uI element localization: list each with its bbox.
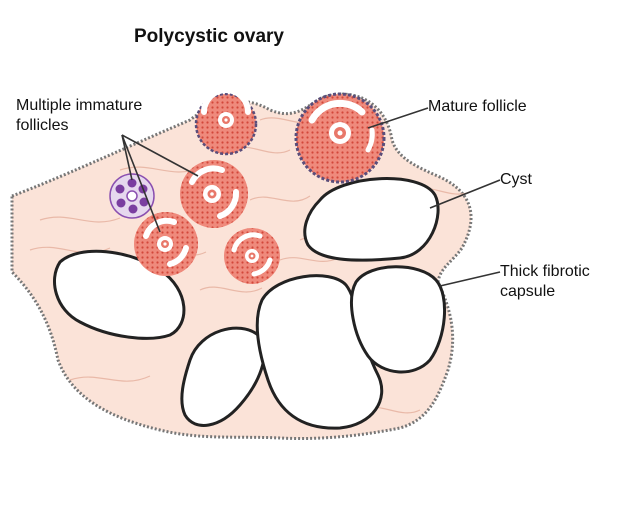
immature-follicle-lower-left	[134, 212, 198, 276]
label-capsule-line1: Thick fibrotic	[500, 263, 590, 280]
cyst-bottom-center	[255, 274, 384, 430]
label-mature-follicle: Mature follicle	[428, 98, 527, 115]
label-immature-follicles: Multiple immature follicles	[16, 96, 142, 136]
immature-follicle-center	[180, 160, 248, 228]
diagram-title: Polycystic ovary	[134, 26, 284, 47]
immature-follicle-lower-right	[224, 228, 280, 284]
leader-lines	[121, 107, 501, 287]
label-cyst: Cyst	[500, 171, 532, 188]
follicle-top	[194, 87, 258, 156]
cyst-left	[53, 249, 186, 340]
cyst-top-right	[303, 177, 440, 262]
label-immature-line2: follicles	[16, 117, 69, 134]
label-immature-line1: Multiple immature	[16, 97, 143, 114]
cyst-bottom-right	[350, 265, 447, 374]
label-capsule-line2: capsule	[500, 283, 556, 300]
mature-follicle	[294, 92, 386, 184]
cyst-group	[53, 177, 447, 430]
label-thick-fibrotic-capsule: Thick fibrotic capsule	[500, 262, 590, 302]
cyst-bottom-left	[180, 326, 266, 427]
primordial-follicle	[109, 173, 155, 219]
